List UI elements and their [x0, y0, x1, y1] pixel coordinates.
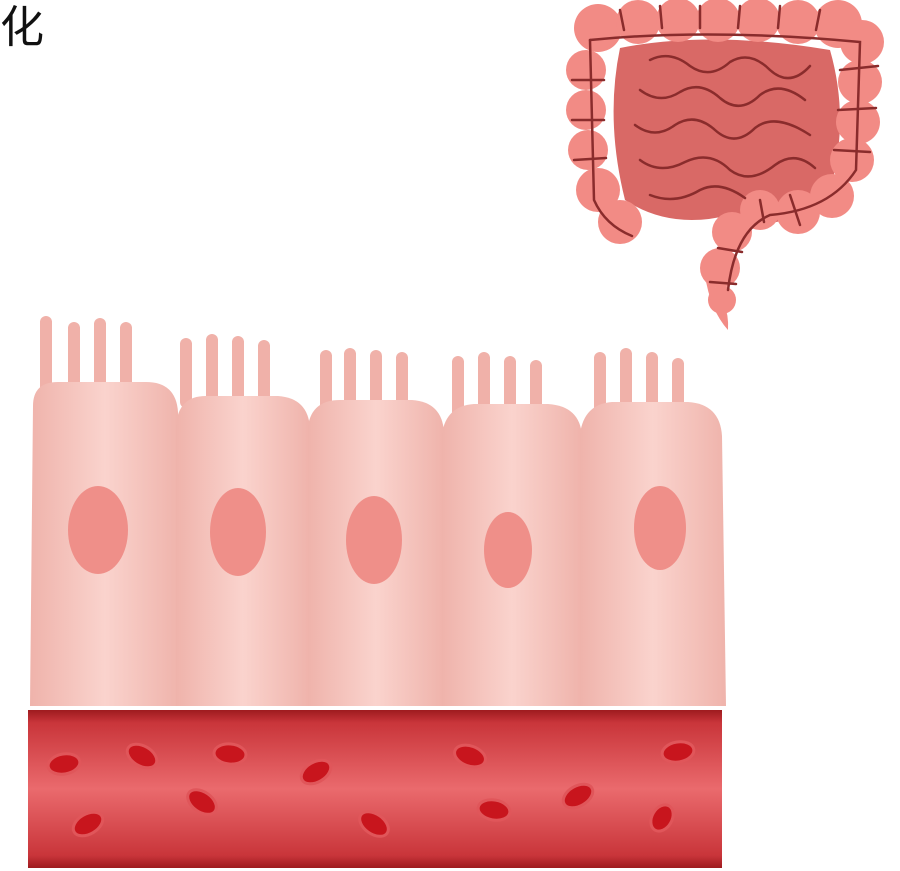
blood-vessel-icon	[28, 710, 722, 868]
title-text: 化	[0, 6, 44, 50]
intestine-icon	[560, 0, 890, 335]
intestinal-epithelial-cells-icon	[28, 316, 728, 871]
